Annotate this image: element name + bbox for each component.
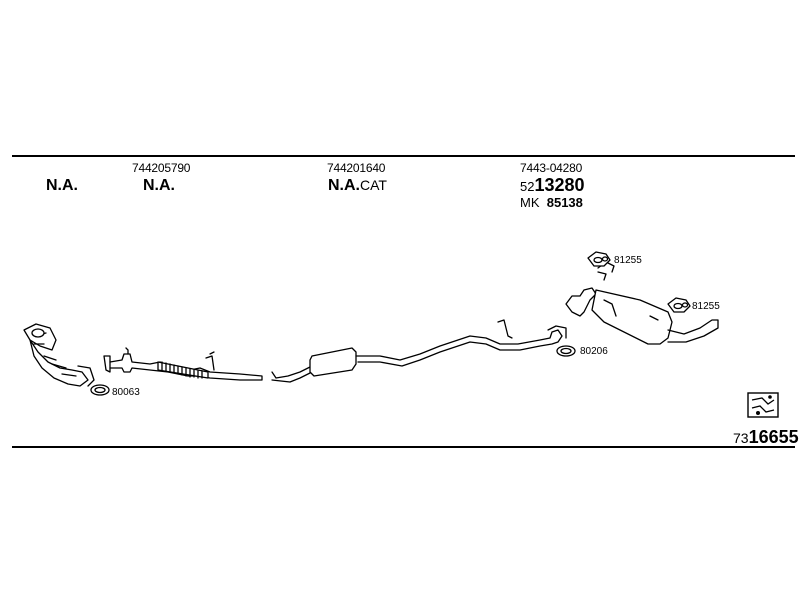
gasket-label-80206: 80206 <box>580 346 608 357</box>
gasket-81255-top <box>587 251 611 267</box>
code-main: 16655 <box>748 427 799 447</box>
gasket-label-81255-right: 81255 <box>692 301 720 312</box>
gasket-80206 <box>556 345 576 357</box>
part-prefix-52: 52 <box>520 179 535 194</box>
part-number-5213280: 5213280 <box>520 176 585 194</box>
mk-number: MK 85138 <box>520 196 583 209</box>
top-divider <box>12 155 795 157</box>
label-na-cat: N.A.CAT <box>328 178 387 194</box>
rear-silencer <box>565 261 719 345</box>
bottom-divider <box>12 446 795 448</box>
parts-kit-icon <box>747 392 779 418</box>
gasket-80063 <box>90 384 110 396</box>
diagram-code: 7316655 <box>733 428 799 446</box>
label-na-3: N.A. <box>328 177 360 194</box>
mk-prefix: MK <box>520 195 540 210</box>
part-number-744201640: 744201640 <box>327 161 386 175</box>
mk-value: 85138 <box>546 195 583 210</box>
label-na-1: N.A. <box>46 177 78 194</box>
part-main-13280: 13280 <box>534 175 585 195</box>
part-number-744205790: 744205790 <box>132 161 191 175</box>
gasket-81255-right <box>667 297 691 313</box>
gasket-label-81255-top: 81255 <box>614 255 642 266</box>
label-na-2: N.A. <box>143 177 175 194</box>
exhaust-manifold <box>23 323 95 387</box>
label-cat: CAT <box>360 177 387 193</box>
front-pipe <box>103 347 263 381</box>
code-prefix: 73 <box>733 430 749 446</box>
gasket-label-80063: 80063 <box>112 387 140 398</box>
middle-pipe-resonator <box>271 319 567 383</box>
part-number-7443-04280: 7443-04280 <box>520 161 583 175</box>
